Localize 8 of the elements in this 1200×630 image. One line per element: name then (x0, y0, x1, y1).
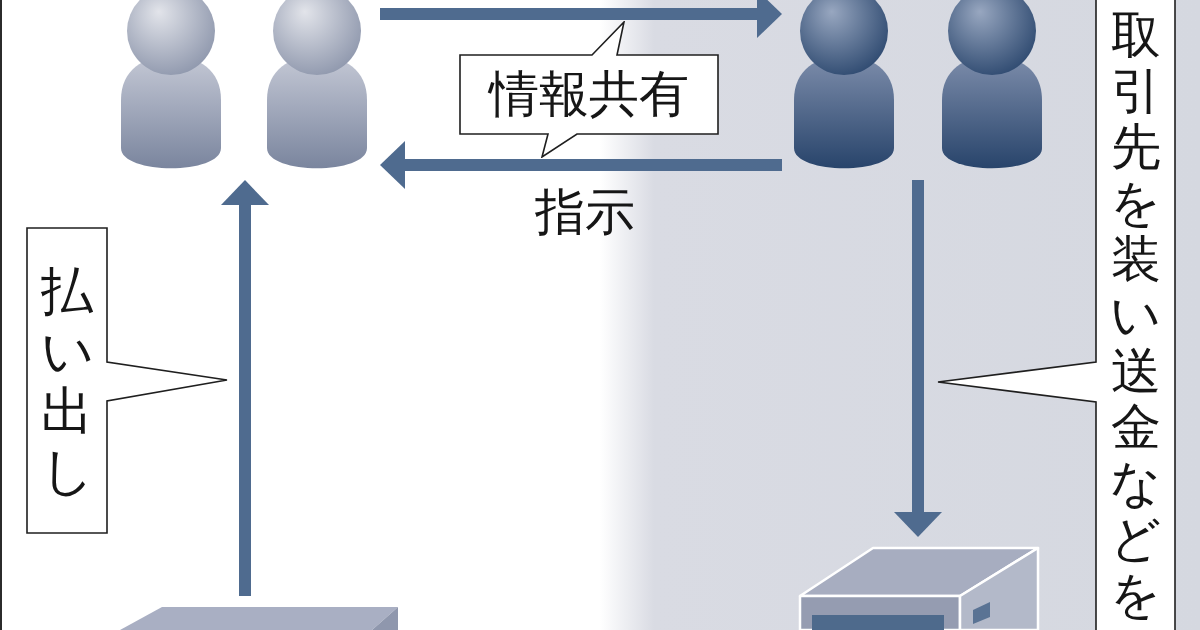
arrow (380, 0, 782, 38)
edge-label: 指示 (534, 182, 636, 242)
arrow (380, 141, 782, 189)
callout-box: 払い出し (26, 227, 228, 534)
arrow (894, 180, 942, 537)
arrow (221, 180, 269, 596)
speech-bubble: 情報共有 (459, 21, 719, 158)
flat-box-icon (118, 604, 400, 630)
